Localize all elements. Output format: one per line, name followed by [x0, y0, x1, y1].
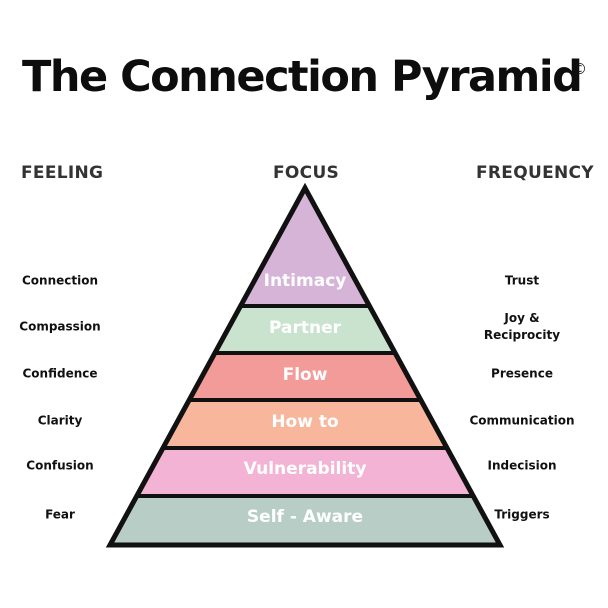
feeling-label: Compassion	[19, 319, 101, 334]
focus-label: Intimacy	[264, 271, 347, 291]
copyright-mark: ©	[572, 60, 587, 78]
feeling-label: Fear	[45, 507, 75, 522]
focus-label: How to	[271, 412, 338, 432]
focus-label: Flow	[283, 365, 328, 385]
feeling-label: Confusion	[26, 458, 94, 473]
focus-label: Self - Aware	[247, 507, 363, 527]
page-title: The Connection Pyramid	[22, 52, 583, 102]
feeling-label: Clarity	[37, 413, 83, 428]
focus-label: Vulnerability	[244, 459, 367, 479]
frequency-label: Trust	[504, 273, 540, 288]
frequency-label: Joy & Reciprocity	[483, 311, 561, 342]
frequency-label: Presence	[491, 366, 553, 381]
feeling-label: Confidence	[22, 366, 98, 381]
focus-label: Partner	[269, 318, 342, 338]
focus-column-header: FOCUS	[273, 163, 340, 183]
frequency-label: Communication	[469, 413, 575, 428]
feeling-label: Connection	[21, 273, 99, 288]
frequency-label: Indecision	[487, 458, 557, 473]
feeling-column-header: FEELING	[21, 163, 104, 183]
pyramid-outline	[105, 182, 505, 548]
frequency-label: Triggers	[494, 507, 550, 522]
frequency-column-header: FREQUENCY	[476, 163, 594, 183]
